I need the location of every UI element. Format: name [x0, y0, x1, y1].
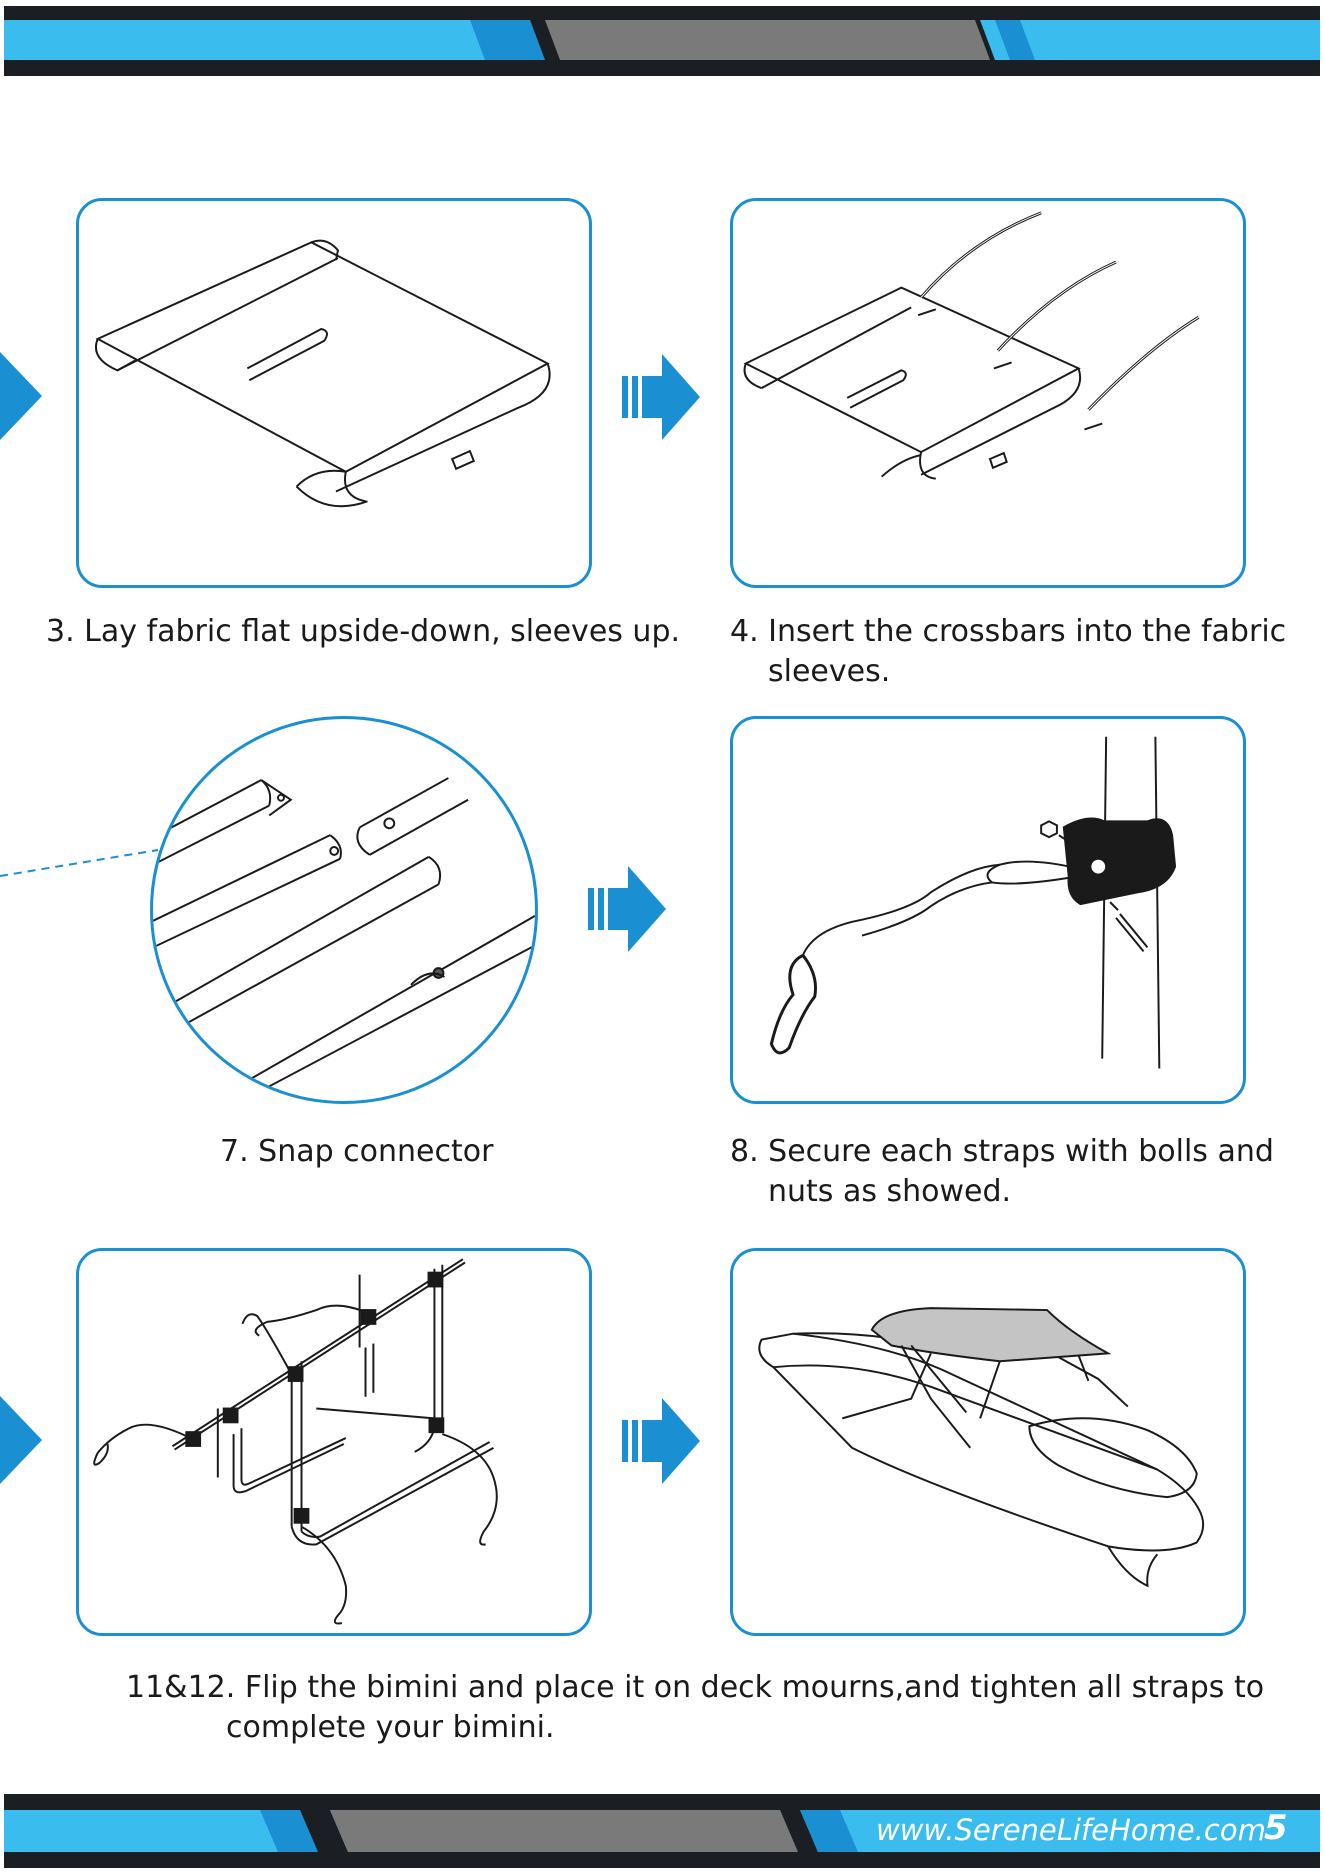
step-3-illustration-panel	[76, 198, 592, 588]
right-arrow-icon	[622, 354, 702, 440]
step-8-caption-line2: nuts as showed.	[730, 1172, 1274, 1212]
left-edge-arrow-row1	[0, 352, 44, 440]
step-4-caption-line2: sleeves.	[730, 652, 1286, 692]
step-11-12-caption-line1: 11&12. Flip the bimini and place it on d…	[126, 1670, 1264, 1705]
step-8-illustration-panel	[730, 716, 1246, 1104]
step-arrow-11-to-12	[622, 1398, 702, 1484]
triangle-right-icon	[0, 352, 44, 440]
snap-connector-illustration	[153, 719, 535, 1101]
step-8-caption-line1: 8. Secure each straps with bolls and	[730, 1134, 1274, 1169]
dashed-leader-line	[0, 846, 160, 880]
step-7-caption-line1: 7. Snap connector	[220, 1134, 493, 1169]
step-arrow-3-to-4	[622, 354, 702, 440]
right-arrow-icon	[588, 866, 668, 952]
boat-bimini-illustration	[733, 1251, 1243, 1633]
step-7-illustration-circle	[150, 716, 538, 1104]
step-11-frame-illustration-panel	[76, 1248, 592, 1636]
step-arrow-7-to-8	[588, 866, 668, 952]
step-12-boat-illustration-panel	[730, 1248, 1246, 1636]
fabric-flat-illustration	[79, 201, 589, 585]
step-4-illustration-panel	[730, 198, 1246, 588]
step-11-12-caption-line2: complete your bimini.	[126, 1708, 1264, 1748]
callout-dashed-line	[0, 846, 160, 880]
step-8-caption: 8. Secure each straps with bolls and nut…	[730, 1132, 1274, 1212]
strap-bolt-illustration	[733, 719, 1243, 1101]
top-header-band	[0, 0, 1324, 80]
step-4-caption: 4. Insert the crossbars into the fabric …	[730, 612, 1286, 692]
step-4-caption-line1: 4. Insert the crossbars into the fabric	[730, 614, 1286, 649]
page-number: 5	[1264, 1806, 1288, 1850]
step-3-caption-line1: 3. Lay fabric flat upside-down, sleeves …	[46, 614, 680, 649]
step-7-caption: 7. Snap connector	[220, 1132, 493, 1172]
crossbar-insert-illustration	[733, 201, 1243, 585]
left-edge-arrow-row3	[0, 1396, 44, 1484]
frame-flip-illustration	[79, 1251, 589, 1633]
top-band-graphic	[0, 0, 1324, 80]
right-arrow-icon	[622, 1398, 702, 1484]
triangle-right-icon	[0, 1396, 44, 1484]
step-3-caption: 3. Lay fabric flat upside-down, sleeves …	[46, 612, 680, 652]
footer-website-link[interactable]: www.SereneLifeHome.com	[876, 1810, 1266, 1850]
step-11-12-caption: 11&12. Flip the bimini and place it on d…	[126, 1668, 1264, 1748]
